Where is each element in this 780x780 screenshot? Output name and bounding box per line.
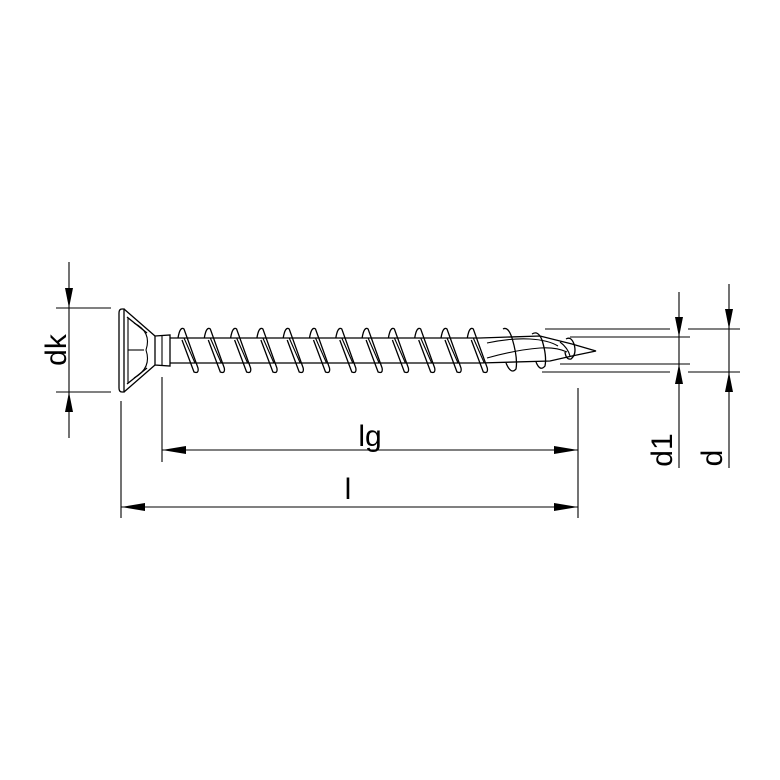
screw-shank [170, 337, 480, 364]
dimension-d1: d1 [646, 292, 683, 468]
dimension-lg: lg [161, 377, 579, 518]
label-d: d [696, 450, 729, 467]
dimension-d: d [696, 284, 733, 468]
screw-head [118, 308, 171, 393]
diameter-extension-lines [542, 328, 740, 373]
screw-threads [177, 327, 489, 374]
label-lg: lg [358, 420, 381, 453]
label-dk: dk [40, 333, 73, 366]
label-d1: d1 [646, 433, 679, 466]
label-l: l [345, 473, 352, 506]
screw-tip [479, 327, 597, 372]
dimension-l: l [120, 401, 578, 518]
dimension-dk: dk [40, 262, 111, 438]
